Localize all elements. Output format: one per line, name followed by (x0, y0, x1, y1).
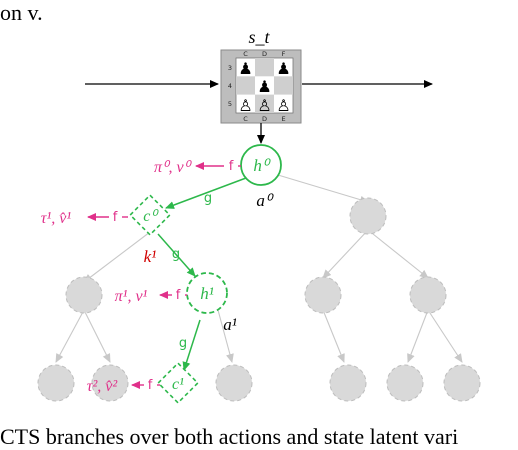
unexpanded-node (386, 364, 424, 402)
f-label-c0: f (113, 210, 118, 225)
node-h1-label: h¹ (200, 284, 214, 303)
green-path (157, 177, 247, 371)
board-rank-1: 3 (228, 64, 232, 72)
node-h0-label: h⁰ (253, 156, 271, 175)
f-label-c1: f (148, 378, 153, 393)
g-label-3: g (179, 336, 187, 351)
white-pawn-icon: ♙ (238, 96, 252, 115)
f-label-h0: f (229, 159, 234, 174)
grey-nodes (37, 197, 481, 402)
board-file-bottom-1: C (243, 115, 248, 123)
unexpanded-node (329, 364, 367, 402)
label-tau1: τ¹, v̂¹ (41, 210, 72, 227)
state-label: s_t (248, 27, 270, 47)
label-k1: k¹ (144, 247, 157, 266)
black-pawn-icon: ♟ (257, 77, 271, 96)
f-label-h1: f (176, 288, 181, 303)
node-c0-label: c⁰ (143, 208, 159, 225)
board-rank-2: 4 (228, 82, 232, 90)
white-pawn-icon: ♙ (257, 96, 271, 115)
caption-bottom-fragment: CTS branches over both actions and state… (0, 424, 459, 449)
grey-tree-edges (55, 174, 463, 363)
label-a0: a⁰ (256, 191, 274, 210)
board-rank-3: 5 (228, 100, 232, 108)
caption-top-fragment: on v. (0, 0, 43, 25)
label-pi0-v0: π⁰, v⁰ (154, 159, 193, 176)
board-file-top-3: F (282, 50, 286, 58)
board-file-bottom-2: D (262, 115, 267, 123)
unexpanded-node (349, 197, 387, 235)
board-file-top-1: C (243, 50, 248, 58)
label-tau2: τ², v̂² (87, 378, 119, 395)
unexpanded-node (65, 276, 103, 314)
node-c1-label: c¹ (172, 376, 184, 393)
unexpanded-node (304, 276, 342, 314)
label-pi1-v1: π¹, v¹ (115, 288, 148, 305)
black-pawn-icon: ♟ (276, 59, 290, 78)
g-label-1: g (204, 191, 212, 206)
board-file-top-2: D (262, 50, 267, 58)
node-c0 (129, 194, 171, 236)
board-file-bottom-3: E (281, 115, 285, 123)
unexpanded-node (215, 364, 253, 402)
g-label-2: g (172, 247, 180, 262)
black-pawn-icon: ♟ (238, 59, 252, 78)
node-c1 (157, 362, 199, 404)
unexpanded-node (409, 276, 447, 314)
label-a1: a¹ (223, 315, 237, 334)
node-h1 (186, 272, 228, 314)
unexpanded-node (91, 364, 129, 402)
unexpanded-node (443, 364, 481, 402)
white-pawn-icon: ♙ (276, 96, 290, 115)
chess-board: C D F C D E 3 4 5 ♟ ♟ ♟ ♙ ♙ ♙ (220, 49, 302, 124)
node-h0 (240, 144, 282, 186)
unexpanded-node (37, 364, 75, 402)
